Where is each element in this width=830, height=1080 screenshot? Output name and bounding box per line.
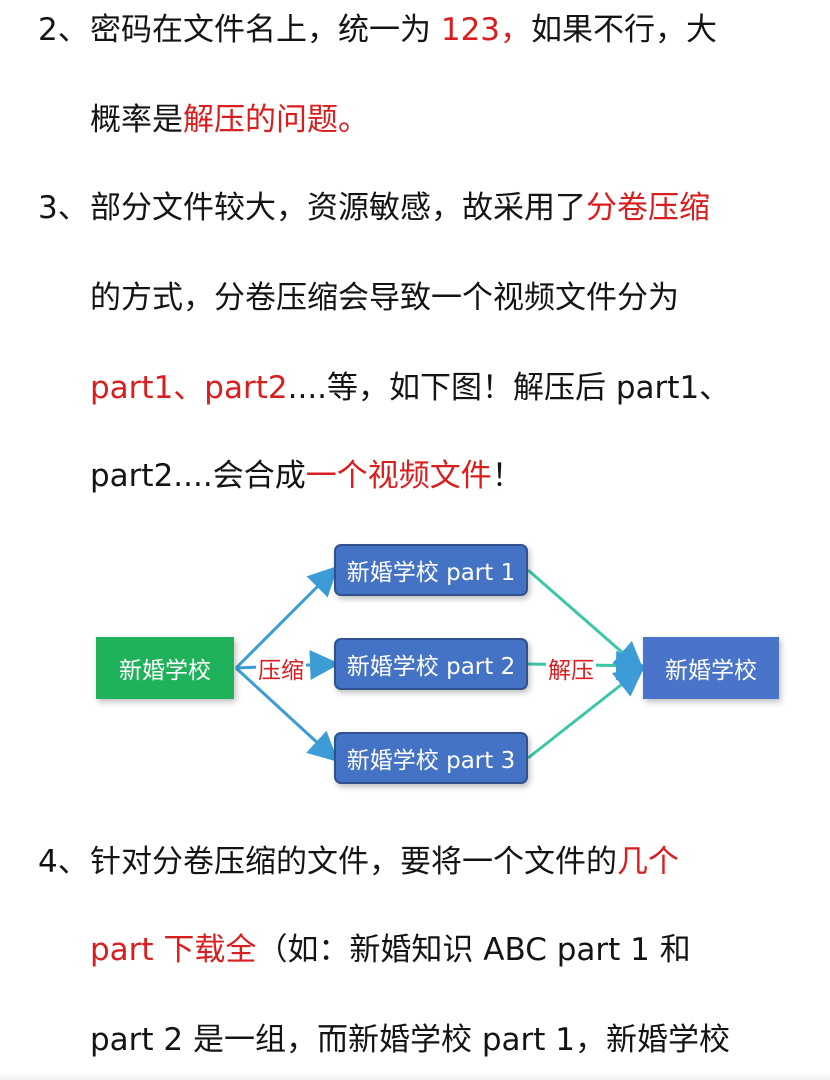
item-4-number: 4、	[38, 844, 89, 880]
item-4-line-3-text: part 2 是一组，而新婚学校 part 1，新婚学校	[90, 1022, 731, 1058]
arrow-source-to-part-1	[234, 565, 339, 670]
item-3-text-a: 部分文件较大，资源敏感，故采用了	[90, 190, 586, 226]
item-4-text-b: （如：新婚知识 ABC part 1 和	[256, 932, 691, 968]
item-3-text-b: ....等，如下图！解压后 part1、	[287, 370, 731, 406]
item-2-line-1-text: 密码在文件名上，统一为 123，如果不行，大	[90, 8, 717, 52]
part-2-box: 新婚学校 part 2	[334, 638, 528, 690]
item-3-line-2-text: 的方式，分卷压缩会导致一个视频文件分为	[90, 280, 679, 316]
item-3-line-3-text: part1、part2....等，如下图！解压后 part1、	[90, 366, 730, 410]
item-3-line-1-text: 部分文件较大，资源敏感，故采用了分卷压缩	[90, 186, 710, 230]
item-2-emphasis: 解压的问题。	[183, 102, 369, 138]
compress-label: 压缩	[256, 651, 306, 685]
item-3-emphasis-one-file: 一个视频文件	[305, 458, 492, 494]
item-4-line-2-text: part 下载全（如：新婚知识 ABC part 1 和	[90, 928, 691, 972]
item-2-line-2-text: 概率是解压的问题。	[90, 98, 369, 142]
source-file-box: 新婚学校	[96, 637, 234, 699]
item-4-text-a: 针对分卷压缩的文件，要将一个文件的	[90, 844, 617, 880]
item-3-number: 3、	[38, 190, 89, 226]
part-3-box: 新婚学校 part 3	[334, 732, 528, 784]
item-2-text-d: 概率是	[90, 102, 183, 138]
item-2-text-c: 如果不行，大	[531, 12, 718, 48]
extract-label: 解压	[546, 651, 596, 685]
item-2-password: 123，	[440, 12, 532, 48]
target-file-box: 新婚学校	[643, 637, 779, 699]
item-3-parts: part1、part2	[90, 370, 288, 406]
item-4-emphasis-download: part 下载全	[90, 932, 257, 968]
arrow-part-3-to-target	[527, 666, 645, 760]
arrow-source-to-part-3	[234, 666, 339, 763]
item-3-line-4-text: part2....会合成一个视频文件！	[90, 454, 523, 498]
item-4-line-1-text: 针对分卷压缩的文件，要将一个文件的几个	[90, 840, 679, 884]
item-2-number: 2、	[38, 12, 89, 48]
item-3-text-d: ！	[491, 458, 523, 494]
part-1-box: 新婚学校 part 1	[334, 544, 528, 596]
item-3-emphasis-split: 分卷压缩	[586, 190, 710, 226]
item-4-emphasis-several: 几个	[617, 844, 679, 880]
item-2-text-a: 密码在文件名上，统一为	[90, 12, 441, 48]
item-3-text-c: part2....会合成	[90, 458, 306, 494]
bottom-edge-shadow	[0, 1072, 830, 1080]
